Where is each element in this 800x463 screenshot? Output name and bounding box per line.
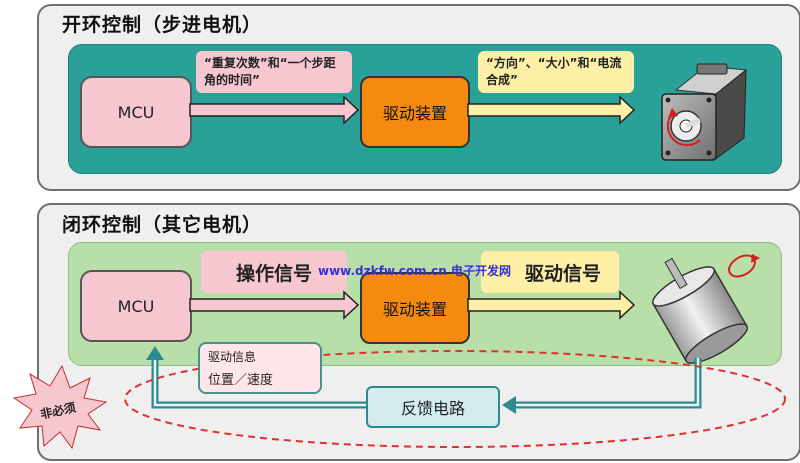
- open-loop-note-direction: “方向”、“大小”和“电流合成”: [478, 51, 634, 93]
- motor-icon: [652, 254, 760, 364]
- open-loop-arrow-mcu-to-drive: [189, 95, 360, 125]
- optional-starburst: [12, 364, 108, 450]
- open-loop-title: 开环控制（步进电机）: [62, 14, 263, 36]
- operation-signal-label: 操作信号: [201, 251, 347, 293]
- stepper-motor-icon: [661, 63, 748, 162]
- drive-info-detail: 位置／速度: [208, 373, 274, 388]
- closed-loop-mcu: MCU: [80, 270, 192, 342]
- drive-info-box: 驱动信息 位置／速度: [198, 342, 322, 394]
- open-loop-note-repeat: “重复次数”和“一个步距角的时间”: [196, 51, 352, 93]
- feedback-line-motor: [514, 358, 702, 409]
- closed-loop-arrow-drive-to-motor: [467, 290, 636, 320]
- feedback-circuit-label: 反馈电路: [400, 399, 465, 418]
- drive-info-title: 驱动信息: [208, 350, 257, 364]
- feedback-arrowhead-up: [146, 346, 164, 360]
- open-loop-arrow-drive-to-motor: [467, 95, 636, 125]
- closed-loop-arrow-mcu-to-drive: [189, 290, 360, 320]
- closed-loop-drive-label: 驱动装置: [382, 300, 447, 319]
- closed-loop-mcu-label: MCU: [117, 296, 155, 316]
- closed-loop-title: 闭环控制（其它电机）: [62, 214, 263, 236]
- optional-dashed-ellipse: [124, 350, 786, 448]
- watermark: www.dzkfw.com.cn 电子开发网: [318, 264, 511, 278]
- feedback-arrowhead-in: [502, 396, 516, 414]
- open-loop-mcu-label: MCU: [117, 102, 155, 122]
- open-loop-mcu: MCU: [80, 76, 192, 148]
- feedback-circuit-box: 反馈电路: [366, 386, 500, 428]
- open-loop-drive: 驱动装置: [360, 76, 470, 148]
- open-loop-drive-label: 驱动装置: [382, 104, 447, 123]
- drive-signal-label: 驱动信号: [481, 251, 619, 293]
